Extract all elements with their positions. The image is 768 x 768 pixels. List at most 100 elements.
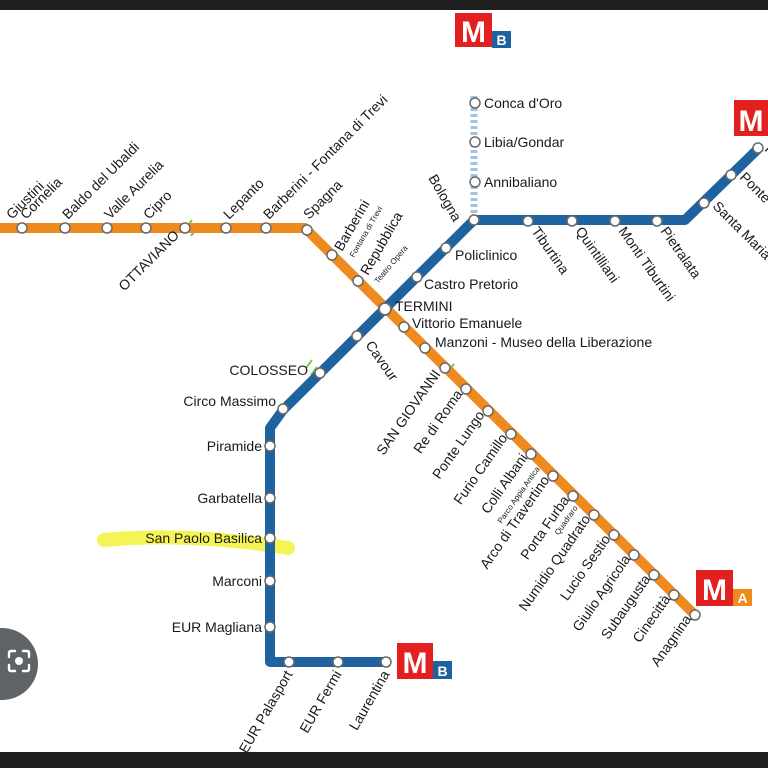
station-ottaviano[interactable] <box>179 222 191 234</box>
station-anagnina[interactable] <box>689 609 701 621</box>
label-circo: Circo Massimo <box>183 393 276 409</box>
station-lucio[interactable] <box>608 529 620 541</box>
label-laurentina: Laurentina <box>346 667 393 732</box>
station-eurfermi[interactable] <box>332 656 344 668</box>
station-piramide[interactable] <box>264 440 276 452</box>
svg-text:M: M <box>461 16 486 49</box>
label-vittorio: Vittorio Emanuele <box>412 315 522 331</box>
station-sanpaolo[interactable] <box>264 532 276 544</box>
station-labels: Giustini Cornelia Baldo del Ubaldi Valle… <box>3 91 768 755</box>
metro-logo-b-bottom: M B <box>397 643 452 680</box>
station-conca[interactable] <box>469 97 481 109</box>
station-valle[interactable] <box>101 222 113 234</box>
svg-text:M: M <box>739 105 764 138</box>
station-termini[interactable] <box>378 302 392 316</box>
station-barberini[interactable] <box>326 249 338 261</box>
label-quintiliani: Quintilliani <box>573 224 623 286</box>
station-eurmagliana[interactable] <box>264 621 276 633</box>
station-giulio[interactable] <box>628 549 640 561</box>
label-eurfermi: EUR Fermi <box>296 668 344 736</box>
label-eurmagliana: EUR Magliana <box>172 619 262 635</box>
station-cipro[interactable] <box>140 222 152 234</box>
station-monti[interactable] <box>609 215 621 227</box>
lens-icon <box>7 649 31 673</box>
label-manzoni: Manzoni - Museo della Liberazione <box>435 334 652 350</box>
station-marconi[interactable] <box>264 575 276 587</box>
station-circo[interactable] <box>277 403 289 415</box>
station-spagna[interactable] <box>301 224 313 236</box>
station-tiburtina[interactable] <box>522 215 534 227</box>
label-cipro: Cipro <box>140 187 175 222</box>
label-baldo: Baldo del Ubaldi <box>59 139 142 222</box>
label-eurpalasport: EUR Palasport <box>235 667 295 755</box>
svg-text:A: A <box>737 590 747 606</box>
station-vittorio[interactable] <box>398 321 410 333</box>
label-castro: Castro Pretorio <box>424 276 518 292</box>
label-pietralata: Pietralata <box>658 224 705 282</box>
svg-text:M: M <box>702 574 727 607</box>
label-libia: Libia/Gondar <box>484 134 565 150</box>
station-policlinico[interactable] <box>440 242 452 254</box>
station-baldo[interactable] <box>59 222 71 234</box>
station-lepanto[interactable] <box>220 222 232 234</box>
label-santamaria: Santa Maria <box>710 198 768 263</box>
metro-logo-b-top: M B <box>455 13 511 49</box>
label-rebibbia: R <box>762 141 768 159</box>
bottom-border <box>0 752 768 768</box>
station-garbatella[interactable] <box>264 492 276 504</box>
highlight-marker <box>97 530 295 555</box>
line-b-stations <box>264 97 764 668</box>
station-pietralata[interactable] <box>651 215 663 227</box>
station-repubblica[interactable] <box>352 275 364 287</box>
label-lepanto: Lepanto <box>220 175 267 222</box>
station-cornelia[interactable] <box>16 222 28 234</box>
station-rebibbia[interactable] <box>752 142 764 154</box>
station-arco[interactable] <box>547 470 559 482</box>
station-colli[interactable] <box>525 448 537 460</box>
label-sangiovanni: SAN GIOVANNI <box>373 367 444 458</box>
metro-logo-a: M A <box>696 570 752 607</box>
label-marconi: Marconi <box>212 573 262 589</box>
station-ponte[interactable] <box>725 169 737 181</box>
label-ottaviano: OTTAVIANO <box>115 227 182 294</box>
station-libia[interactable] <box>469 136 481 148</box>
label-annibaliano: Annibaliano <box>484 174 557 190</box>
station-santamaria[interactable] <box>698 197 710 209</box>
station-bologna[interactable] <box>468 214 480 226</box>
label-garbatella: Garbatella <box>197 490 262 506</box>
station-subaugusta[interactable] <box>648 569 660 581</box>
label-bologna: Bologna <box>425 172 465 225</box>
station-furio[interactable] <box>505 428 517 440</box>
station-castro[interactable] <box>411 271 423 283</box>
label-sanpaolo: San Paolo Basilica <box>145 530 262 546</box>
station-manzoni[interactable] <box>419 342 431 354</box>
station-eurpalasport[interactable] <box>283 656 295 668</box>
label-termini: TERMINI <box>395 298 453 314</box>
station-pontelungo[interactable] <box>482 405 494 417</box>
label-tiburtina: Tiburtina <box>529 224 573 278</box>
metro-logo-top-right: M <box>734 100 768 138</box>
label-piramide: Piramide <box>207 438 262 454</box>
svg-text:M: M <box>403 647 428 680</box>
station-sangiovanni[interactable] <box>439 362 451 374</box>
station-colosseo[interactable] <box>314 367 326 379</box>
line-a-stations <box>16 222 701 621</box>
label-cavour: Cavour <box>363 338 402 384</box>
label-colosseo: COLOSSEO <box>229 362 308 378</box>
station-flaminio[interactable] <box>260 222 272 234</box>
station-quintiliani[interactable] <box>566 215 578 227</box>
svg-text:B: B <box>496 32 506 48</box>
label-conca: Conca d'Oro <box>484 95 562 111</box>
station-cavour[interactable] <box>351 330 363 342</box>
svg-text:B: B <box>437 663 447 679</box>
station-numidio[interactable] <box>588 509 600 521</box>
station-porta[interactable] <box>567 490 579 502</box>
station-annibaliano[interactable] <box>469 176 481 188</box>
interchange-mark <box>305 359 318 376</box>
station-rediroma[interactable] <box>460 383 472 395</box>
station-cinecitta[interactable] <box>668 589 680 601</box>
label-policlinico: Policlinico <box>455 247 517 263</box>
top-border <box>0 0 768 10</box>
station-laurentina[interactable] <box>380 656 392 668</box>
